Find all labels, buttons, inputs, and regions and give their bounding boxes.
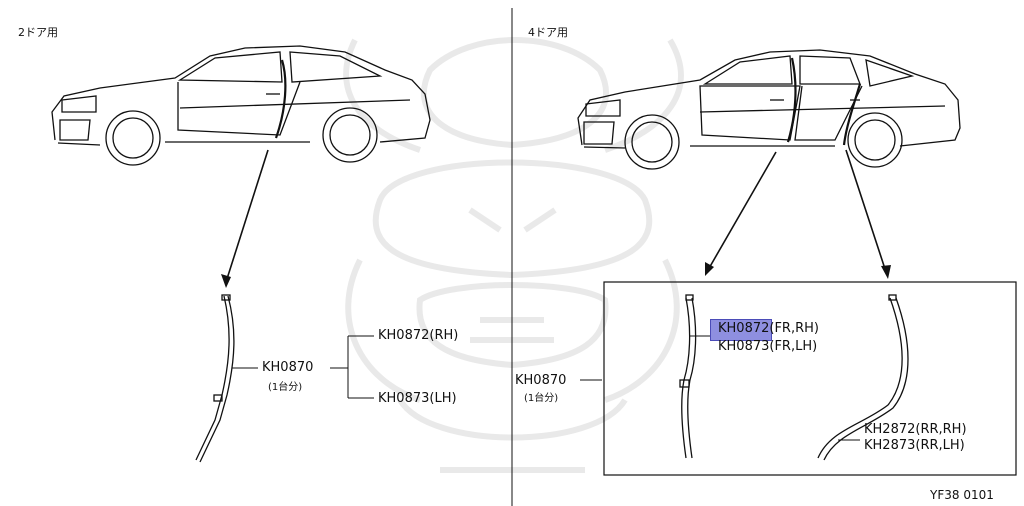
right-leader-lines <box>580 335 860 441</box>
detail-box <box>603 281 1017 476</box>
part-kh2873-rr-lh[interactable]: KH2873(RR,LH) <box>864 438 965 453</box>
part-kh2872-rr-rh[interactable]: KH2872(RR,RH) <box>864 422 967 437</box>
part-kh0870-left[interactable]: KH0870 <box>262 360 314 375</box>
right-arrowhead-rear <box>881 265 891 279</box>
right-arrowhead-front <box>705 262 714 276</box>
part-kh0870-right-qty: (1台分) <box>524 393 559 404</box>
four-door-title: 4ドア用 <box>528 26 568 39</box>
left-leader-lines <box>232 335 374 399</box>
part-kh0873-fr-lh[interactable]: KH0873(FR,LH) <box>718 339 818 354</box>
left-weatherstrip <box>195 294 235 463</box>
part-kh0870-left-qty: (1台分) <box>268 382 303 393</box>
part-kh0872-fr-rh[interactable]: KH0872(FR,RH) <box>718 321 819 336</box>
left-arrow <box>225 149 269 283</box>
selection-highlight <box>710 319 772 341</box>
front-door-weatherstrip <box>679 294 697 459</box>
sedan-car-illustration <box>577 49 961 170</box>
part-kh0870-right[interactable]: KH0870 <box>515 373 567 388</box>
coupe-car-illustration <box>51 45 431 166</box>
left-arrowhead <box>221 274 231 288</box>
part-kh0873-lh-left[interactable]: KH0873(LH) <box>378 391 457 406</box>
part-kh0872-rh-left[interactable]: KH0872(RH) <box>378 328 459 343</box>
two-door-title: 2ドア用 <box>18 26 58 39</box>
figure-code: YF38 0101 <box>930 488 994 502</box>
right-arrow-front <box>707 151 777 271</box>
right-arrow-rear <box>845 149 887 273</box>
